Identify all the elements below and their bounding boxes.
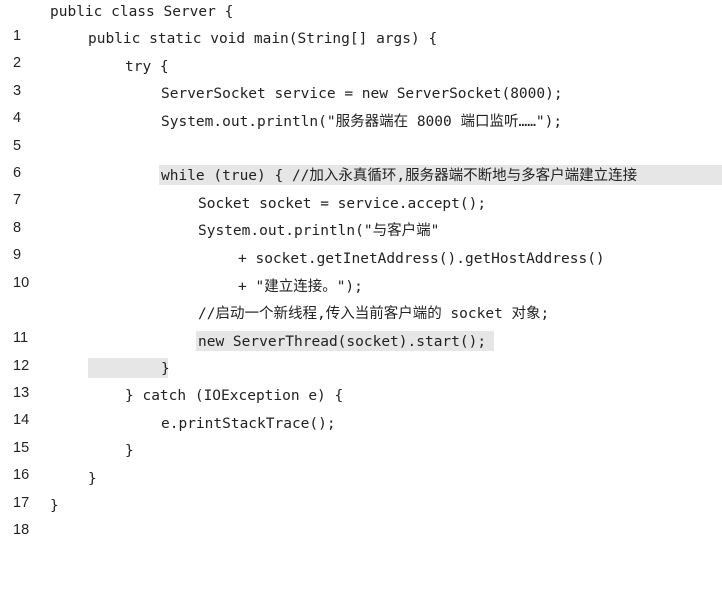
code-line: 15 e.printStackTrace();: [0, 412, 722, 456]
code-line: 1 public class Server {: [0, 0, 722, 44]
line-number: 13: [13, 385, 30, 401]
code-text: System.out.println("与客户端": [198, 223, 440, 239]
line-number: 14: [13, 412, 30, 428]
line-number: 5: [13, 138, 22, 154]
code-line: 11 //启动一个新线程,传入当前客户端的 socket 对象;: [0, 302, 722, 346]
line-number: 17: [13, 495, 30, 511]
code-line: 13 }: [0, 357, 722, 401]
code-text: while (true) { //加入永真循环,服务器端不断地与多客户端建立连接: [161, 168, 638, 184]
code-text: new ServerThread(socket).start();: [198, 334, 487, 350]
code-line: 8 Socket socket = service.accept();: [0, 192, 722, 236]
line-number: 4: [13, 110, 22, 126]
code-listing: 1 public class Server { 2 public static …: [0, 0, 722, 538]
code-text: System.out.println("服务器端在 8000 端口监听……");: [161, 114, 563, 130]
code-line: 7 while (true) { //加入永真循环,服务器端不断地与多客户端建立…: [0, 164, 722, 208]
code-text: public static void main(String[] args) {: [88, 31, 438, 47]
code-text: try {: [125, 59, 169, 75]
code-line: 14 } catch (IOException e) {: [0, 384, 722, 428]
code-line: 17 }: [0, 467, 722, 511]
code-text: }: [125, 443, 134, 459]
code-line: 18 }: [0, 494, 722, 538]
code-text: Socket socket = service.accept();: [198, 196, 487, 212]
code-text: }: [161, 361, 170, 377]
line-number: 7: [13, 192, 22, 208]
code-line: 9 System.out.println("与客户端": [0, 219, 722, 263]
line-number: 11: [13, 330, 29, 346]
highlight-line-13: [88, 358, 168, 378]
code-line: 6: [0, 137, 722, 181]
line-number: 10: [13, 275, 30, 291]
line-number: 15: [13, 440, 30, 456]
line-number: 2: [13, 55, 22, 71]
line-number: 12: [13, 358, 30, 374]
code-line: 10 + socket.getInetAddress().getHostAddr…: [0, 247, 722, 291]
highlight-line-12: [196, 331, 494, 351]
code-line: 3 try {: [0, 55, 722, 99]
code-line: + "建立连接。");: [0, 275, 722, 299]
code-text: + "建立连接。");: [238, 279, 363, 295]
code-text: + socket.getInetAddress().getHostAddress…: [238, 251, 605, 267]
line-number: 3: [13, 83, 22, 99]
code-line: 12 new ServerThread(socket).start();: [0, 330, 722, 374]
line-number: 9: [13, 247, 22, 263]
code-text: ServerSocket service = new ServerSocket(…: [161, 86, 563, 102]
line-number: 6: [13, 165, 22, 181]
code-line: 16 }: [0, 439, 722, 483]
code-line: 5 System.out.println("服务器端在 8000 端口监听……"…: [0, 110, 722, 154]
code-text: } catch (IOException e) {: [125, 388, 344, 404]
code-line: 4 ServerSocket service = new ServerSocke…: [0, 82, 722, 126]
code-text: e.printStackTrace();: [161, 416, 336, 432]
code-line: 2 public static void main(String[] args)…: [0, 27, 722, 71]
line-number: 1: [13, 28, 22, 44]
code-text: }: [50, 498, 59, 514]
line-number: 18: [13, 522, 30, 538]
line-number: 16: [13, 467, 30, 483]
code-text: }: [88, 471, 97, 487]
code-text: //启动一个新线程,传入当前客户端的 socket 对象;: [198, 306, 550, 322]
code-text: public class Server {: [50, 4, 234, 20]
line-number: 8: [13, 220, 22, 236]
highlight-line-7: [159, 165, 722, 185]
